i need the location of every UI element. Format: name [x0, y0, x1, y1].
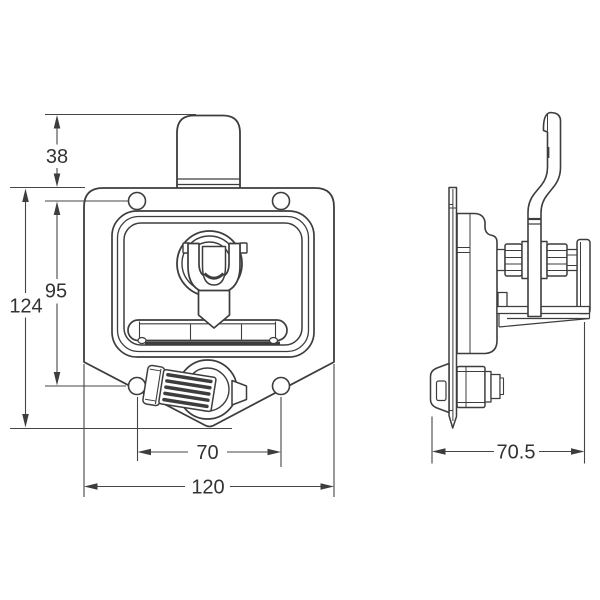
mounting-bracket: [496, 291, 591, 328]
dust-cap-side: [429, 362, 450, 414]
lock-cylinder-side: [429, 362, 505, 414]
dim-hole-spacing-vertical: 95: [45, 200, 128, 387]
dim-label-hole-spacing-horizontal: 70: [196, 442, 218, 464]
side-view: 70.5: [429, 111, 591, 464]
dim-overall-height: 124: [9, 188, 232, 430]
dim-handle-height: 38: [10, 113, 196, 189]
dust-cover-tab: [231, 379, 248, 406]
dim-label-handle-height: 38: [46, 146, 68, 168]
dim-label-hole-spacing-vertical: 95: [45, 281, 67, 303]
latch-pan: [456, 212, 498, 355]
dim-label-overall-depth: 70.5: [497, 442, 536, 464]
cam-lever: [527, 111, 562, 318]
dim-overall-depth: 70.5: [431, 322, 586, 464]
handle-stem: [197, 289, 231, 329]
mounting-holes: [127, 191, 291, 396]
dim-overall-width: 120: [83, 364, 335, 499]
bolt-assembly: [496, 240, 578, 280]
handle-shaft: [176, 114, 241, 188]
dim-hole-spacing-horizontal: 70: [136, 397, 282, 467]
lock-cylinder: [142, 359, 248, 420]
paddle-recess: [111, 210, 315, 358]
front-view: 38 95 124 70: [9, 113, 335, 499]
dust-cover-flap: [142, 364, 217, 413]
dim-label-overall-width: 120: [191, 477, 224, 499]
keeper-plate: [576, 238, 591, 315]
dim-label-overall-height: 124: [9, 296, 42, 318]
mounting-flange: [448, 186, 458, 429]
